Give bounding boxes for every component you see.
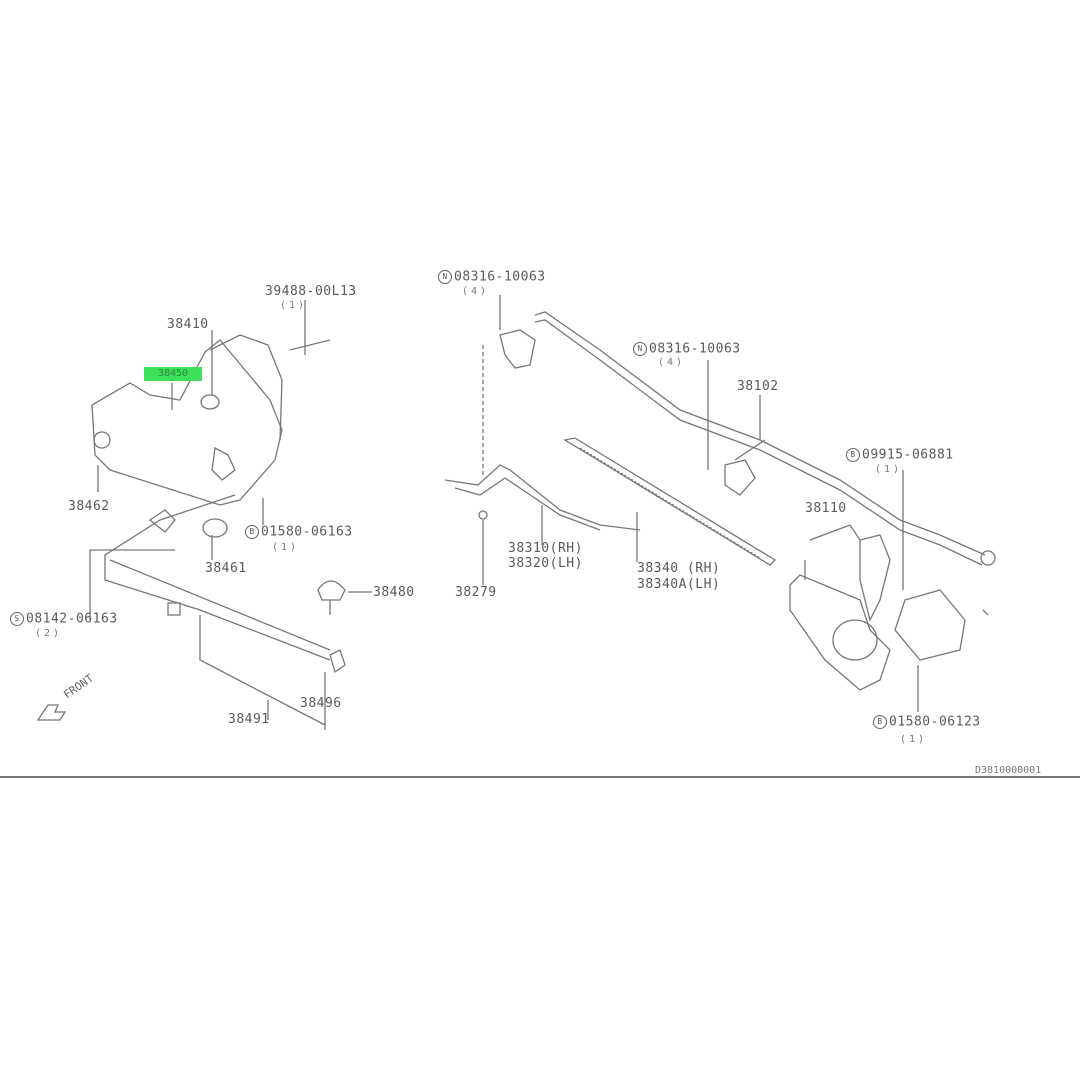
callout-38462[interactable]: 38462: [68, 499, 110, 514]
part-number: 08316-10063: [649, 341, 741, 357]
callout-38410[interactable]: 38410: [167, 317, 209, 332]
callout-39488-00l13[interactable]: 39488-00L13: [265, 284, 357, 299]
part-number: 09915-06881: [862, 447, 954, 463]
callout-38340a-lh[interactable]: 38340A(LH): [637, 577, 721, 592]
wiper-arm: [444, 464, 641, 531]
bolt-symbol-icon: B: [245, 525, 259, 539]
nut-symbol-icon: N: [633, 342, 647, 356]
highlighted-part-label[interactable]: 38450: [144, 367, 202, 381]
callout-qty: (1): [900, 734, 928, 745]
callout-38320-lh[interactable]: 38320(LH): [508, 556, 583, 571]
part-number: 08316-10063: [454, 269, 546, 285]
callout-qty: (4): [462, 286, 490, 297]
callout-38461[interactable]: 38461: [205, 561, 247, 576]
wiper-blade: [563, 437, 777, 566]
callout-38279[interactable]: 38279: [455, 585, 497, 600]
part-number: 08142-06163: [26, 611, 118, 627]
callout-qty: (1): [875, 464, 903, 475]
callout-qty: (1): [280, 300, 308, 311]
callout-qty: (2): [35, 628, 63, 639]
part-number: 01580-06163: [261, 524, 353, 540]
bolt-symbol-icon: B: [873, 715, 887, 729]
drawing-code: D3810000001: [975, 765, 1042, 776]
callout-qty: (4): [658, 357, 686, 368]
nut-symbol-icon: N: [438, 270, 452, 284]
washer-tank: [91, 339, 283, 506]
callout-38310-rh[interactable]: 38310(RH): [508, 541, 583, 556]
callout-38110[interactable]: 38110: [805, 501, 847, 516]
callout-38491[interactable]: 38491: [228, 712, 270, 727]
part-number: 01580-06123: [889, 714, 981, 730]
bottom-divider: [0, 776, 1080, 778]
wiper-motor: [789, 574, 891, 691]
callout-qty: (1): [272, 542, 300, 553]
callout-38480[interactable]: 38480: [373, 585, 415, 600]
callout-38102[interactable]: 38102: [737, 379, 779, 394]
callout-38496[interactable]: 38496: [300, 696, 342, 711]
bolt-symbol-icon: B: [846, 448, 860, 462]
callout-38340-rh[interactable]: 38340 (RH): [637, 561, 721, 576]
screw-symbol-icon: S: [10, 612, 24, 626]
